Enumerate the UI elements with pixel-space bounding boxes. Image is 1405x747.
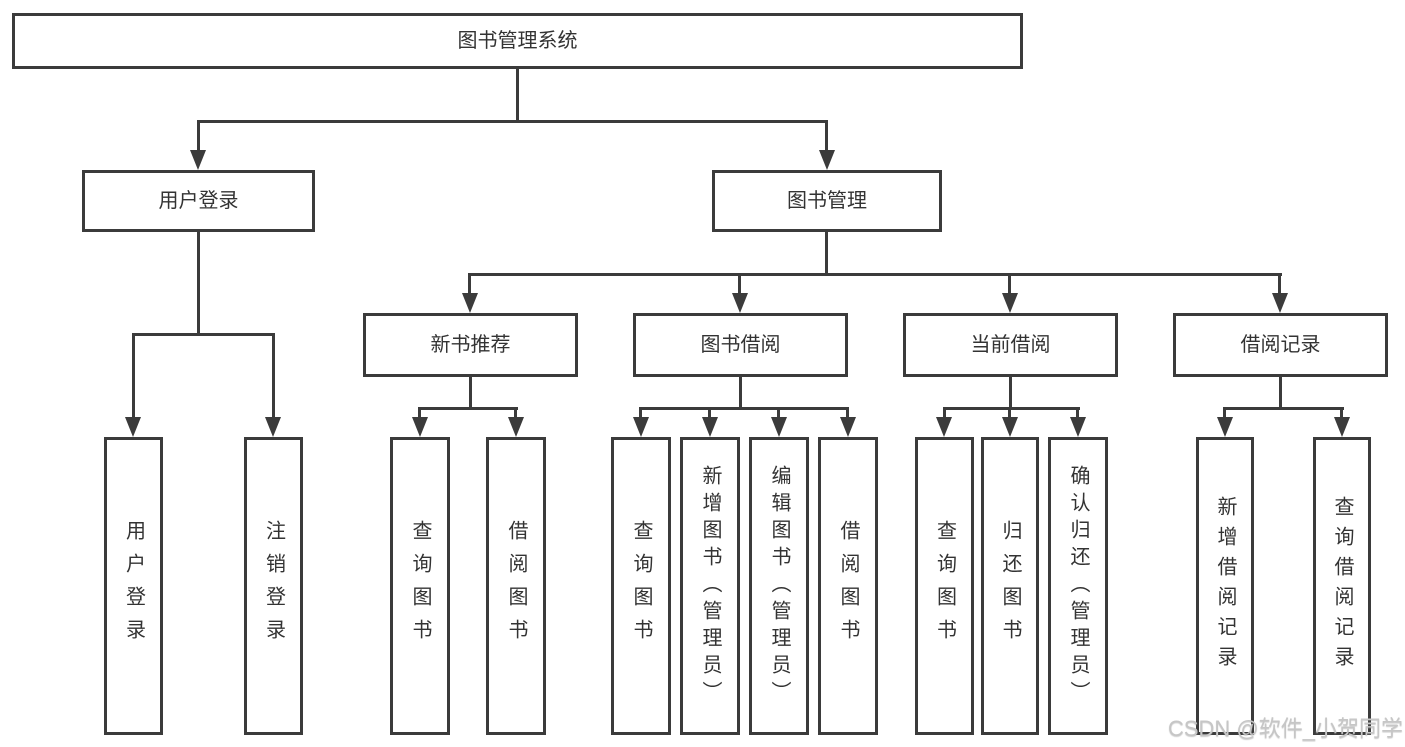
leaf-confirm-return-admin: 确认归还（管理员） bbox=[1048, 437, 1108, 735]
leaf-query-books: 查询图书 bbox=[611, 437, 671, 735]
connector-line bbox=[943, 407, 1080, 410]
connector-line bbox=[825, 232, 828, 273]
leaf-edit-books-admin: 编辑图书（管理员） bbox=[749, 437, 809, 735]
connector-line bbox=[418, 407, 518, 410]
leaf-label: 归还图书 bbox=[999, 520, 1021, 652]
connector-line bbox=[418, 407, 421, 419]
leaf-label: 借阅图书 bbox=[505, 520, 527, 652]
connector-line bbox=[1279, 377, 1282, 407]
arrowhead-down-icon bbox=[412, 417, 428, 437]
arrowhead-down-icon bbox=[732, 293, 748, 313]
node-label: 图书管理 bbox=[787, 190, 867, 212]
node-book-management: 图书管理 bbox=[712, 170, 942, 232]
connector-line bbox=[739, 377, 742, 407]
arrowhead-down-icon bbox=[1002, 417, 1018, 437]
connector-line bbox=[197, 120, 828, 123]
leaf-label: 新增图书（管理员） bbox=[699, 464, 721, 708]
leaf-query-books: 查询图书 bbox=[390, 437, 450, 735]
connector-line bbox=[1340, 407, 1343, 419]
leaf-label: 查询借阅记录 bbox=[1331, 496, 1353, 676]
connector-line bbox=[846, 407, 849, 419]
node-label: 图书借阅 bbox=[700, 334, 781, 356]
connector-line bbox=[1278, 273, 1281, 295]
connector-line bbox=[943, 407, 946, 419]
node-new-book-recommendation: 新书推荐 bbox=[363, 313, 578, 377]
leaf-label: 查询图书 bbox=[933, 520, 956, 652]
node-current-borrowing: 当前借阅 bbox=[903, 313, 1118, 377]
connector-line bbox=[469, 377, 472, 407]
arrowhead-down-icon bbox=[125, 417, 141, 437]
leaf-label: 查询图书 bbox=[409, 520, 431, 652]
arrowhead-down-icon bbox=[840, 417, 856, 437]
node-label: 借阅记录 bbox=[1240, 334, 1321, 356]
connector-line bbox=[1223, 407, 1344, 410]
connector-line bbox=[639, 407, 642, 419]
connector-line bbox=[516, 69, 519, 120]
arrowhead-down-icon bbox=[265, 417, 281, 437]
leaf-label: 查询图书 bbox=[630, 520, 652, 652]
leaf-add-books-admin: 新增图书（管理员） bbox=[680, 437, 740, 735]
connector-line bbox=[1076, 407, 1079, 419]
connector-line bbox=[1008, 273, 1011, 295]
leaf-user-login: 用户登录 bbox=[104, 437, 163, 735]
node-label: 用户登录 bbox=[158, 190, 239, 212]
arrowhead-down-icon bbox=[508, 417, 524, 437]
arrowhead-down-icon bbox=[462, 293, 478, 313]
connector-line bbox=[1223, 407, 1226, 419]
connector-line bbox=[1009, 377, 1012, 407]
arrowhead-down-icon bbox=[819, 150, 835, 170]
leaf-query-borrow-record: 查询借阅记录 bbox=[1313, 437, 1371, 735]
connector-line bbox=[197, 232, 200, 333]
leaf-label: 确认归还（管理员） bbox=[1067, 464, 1089, 708]
arrowhead-down-icon bbox=[702, 417, 718, 437]
arrowhead-down-icon bbox=[1334, 417, 1350, 437]
node-library-management-system: 图书管理系统 bbox=[12, 13, 1023, 69]
node-book-borrowing: 图书借阅 bbox=[633, 313, 848, 377]
leaf-return-books: 归还图书 bbox=[981, 437, 1039, 735]
connector-line bbox=[738, 273, 741, 295]
arrowhead-down-icon bbox=[633, 417, 649, 437]
connector-line bbox=[777, 407, 780, 419]
leaf-label: 注销登录 bbox=[262, 520, 285, 652]
leaf-borrow-books: 借阅图书 bbox=[818, 437, 878, 735]
connector-line bbox=[825, 120, 828, 152]
leaf-query-books: 查询图书 bbox=[915, 437, 974, 735]
connector-line bbox=[468, 273, 471, 295]
leaf-label: 编辑图书（管理员） bbox=[768, 464, 790, 708]
csdn-watermark: CSDN @软件_小贺同学 bbox=[1167, 716, 1403, 741]
arrowhead-down-icon bbox=[771, 417, 787, 437]
arrowhead-down-icon bbox=[1002, 293, 1018, 313]
leaf-borrow-books: 借阅图书 bbox=[486, 437, 546, 735]
arrowhead-down-icon bbox=[936, 417, 952, 437]
node-user-login: 用户登录 bbox=[82, 170, 315, 232]
connector-line bbox=[708, 407, 711, 419]
leaf-label: 借阅图书 bbox=[837, 520, 859, 652]
arrowhead-down-icon bbox=[1217, 417, 1233, 437]
arrowhead-down-icon bbox=[1272, 293, 1288, 313]
arrowhead-down-icon bbox=[1070, 417, 1086, 437]
node-borrowing-records: 借阅记录 bbox=[1173, 313, 1388, 377]
node-label: 当前借阅 bbox=[970, 334, 1051, 356]
leaf-label: 新增借阅记录 bbox=[1214, 496, 1236, 676]
node-label: 新书推荐 bbox=[430, 334, 511, 356]
arrowhead-down-icon bbox=[190, 150, 206, 170]
connector-line bbox=[514, 407, 517, 419]
connector-line bbox=[132, 333, 275, 336]
connector-line bbox=[272, 333, 275, 419]
leaf-add-borrow-record: 新增借阅记录 bbox=[1196, 437, 1254, 735]
connector-line bbox=[132, 333, 135, 419]
node-label: 图书管理系统 bbox=[457, 30, 578, 52]
connector-line bbox=[1008, 407, 1011, 419]
connector-line bbox=[469, 273, 1282, 276]
connector-line bbox=[639, 407, 849, 410]
leaf-logout: 注销登录 bbox=[244, 437, 303, 735]
leaf-label: 用户登录 bbox=[122, 520, 145, 652]
connector-line bbox=[197, 120, 200, 152]
